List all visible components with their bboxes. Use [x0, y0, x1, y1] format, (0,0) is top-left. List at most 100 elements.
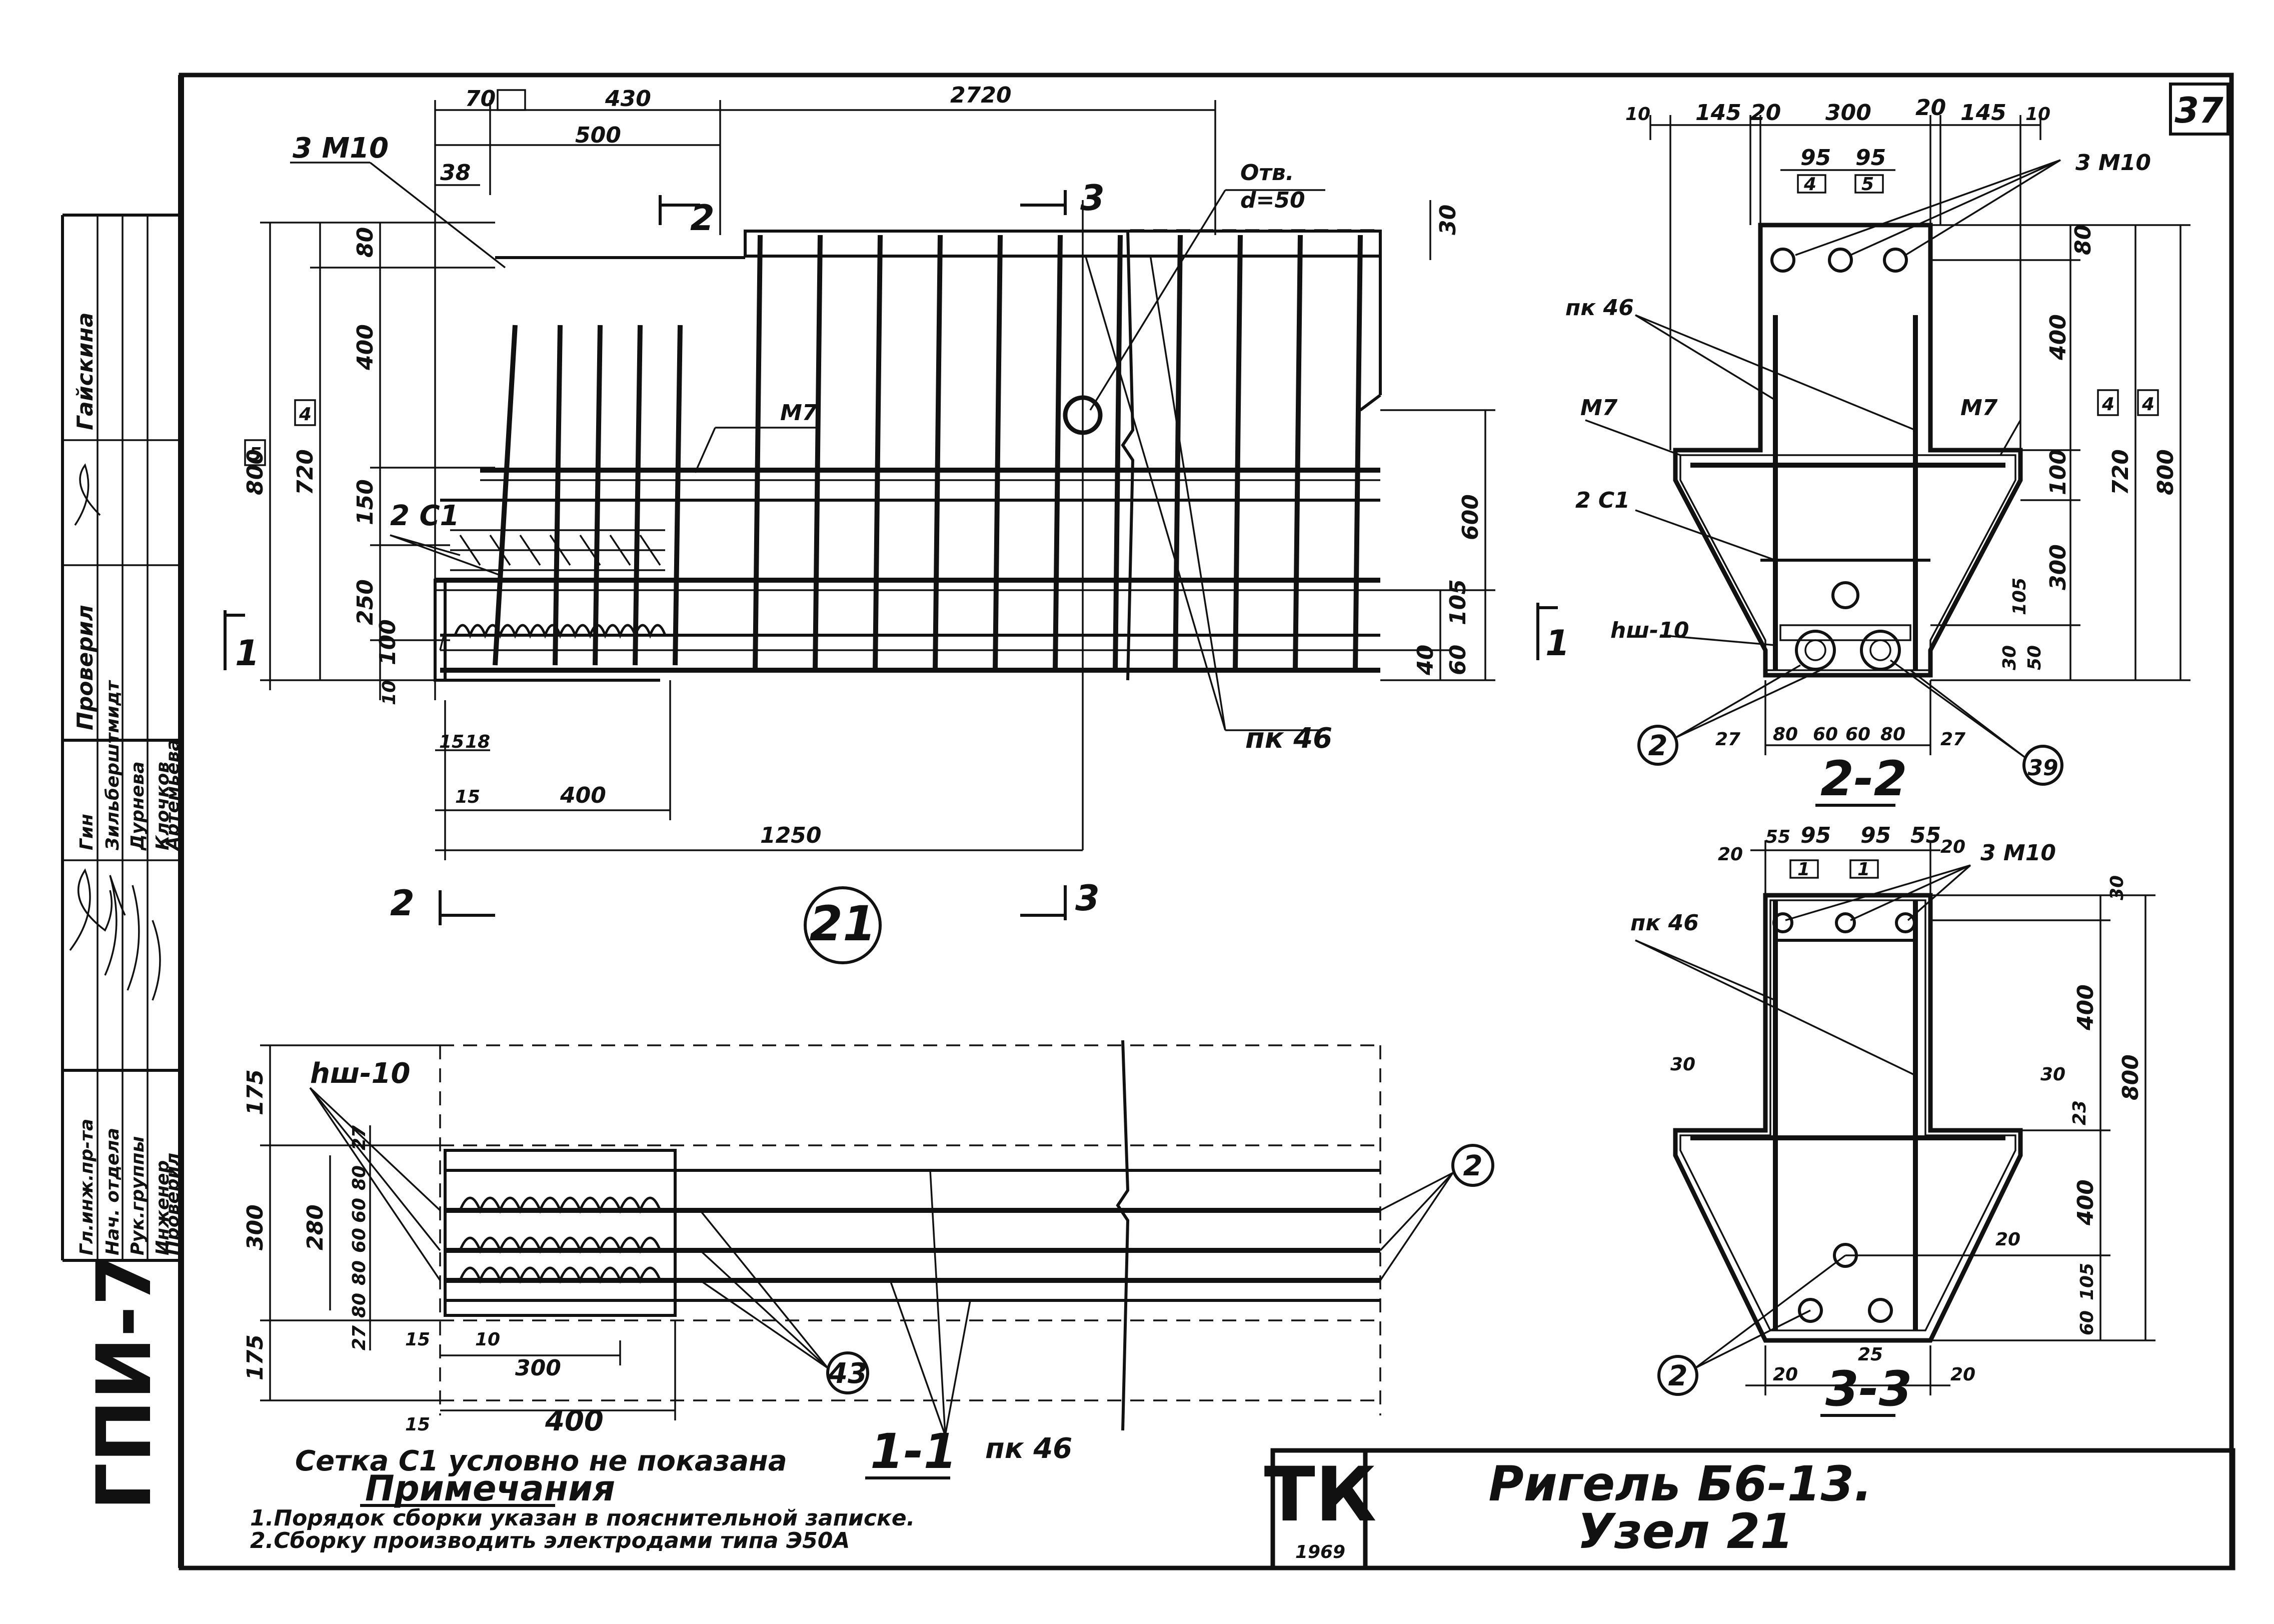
dim-10-a: 10 — [475, 1329, 500, 1350]
title-role-checker: Проверил — [163, 1153, 183, 1255]
dim-300-a: 300 — [515, 1355, 561, 1381]
dim-38: 38 — [440, 160, 471, 186]
dim-15b: 15 — [455, 787, 480, 807]
dim-145-r: 145 — [1960, 100, 2006, 126]
stamp-title-1: Ригель Б6-13. — [1488, 1456, 1872, 1512]
callout-hw10-1: hш-10 — [310, 1057, 411, 1090]
dim-95-b: 95 — [1855, 145, 1886, 171]
dim-430: 430 — [605, 86, 651, 112]
dim-30-3r: 30 — [2040, 1064, 2065, 1085]
dim-145-l: 145 — [1695, 100, 1741, 126]
stamp-year: 1969 — [1295, 1542, 1345, 1562]
dim-27-bottom: 27 — [349, 1325, 370, 1350]
dim-15a: 15 — [439, 732, 464, 752]
section-2-mark-top: 2 — [690, 198, 715, 239]
mark-5: 5 — [249, 444, 262, 465]
dim-20-3m: 20 — [1995, 1229, 2020, 1250]
callout-2c1-2: 2 С1 — [1575, 488, 1630, 513]
note-not-shown: Сетка С1 условно не показана — [295, 1445, 787, 1477]
callout-2-1: 2 — [1463, 1150, 1483, 1182]
dim-15-a: 15 — [405, 1329, 430, 1350]
title-name-4: Клочков — [153, 762, 173, 850]
dim-300: 300 — [243, 1204, 268, 1250]
section-1-1-label: 1-1 — [870, 1423, 957, 1479]
dim-30-3l: 30 — [1670, 1054, 1695, 1075]
series-code: ГПИ-7 — [81, 1254, 168, 1510]
section-3-mark-bottom: 3 — [1075, 878, 1100, 919]
dim-10: 10 — [379, 680, 400, 705]
dim-400b: 400 — [560, 783, 606, 808]
mark-box — [244, 439, 266, 466]
title-role-chief: Гл.инж.пр-та — [77, 1119, 97, 1255]
notes-heading: Примечания — [365, 1468, 615, 1509]
dim-55-l: 55 — [1765, 827, 1790, 847]
dim-400-2: 400 — [2045, 314, 2071, 361]
section-3-mark-top: 3 — [1080, 178, 1105, 219]
dim-30: 30 — [1435, 205, 1461, 235]
dim-60: 60 — [1445, 645, 1471, 675]
dim-1250: 1250 — [760, 823, 821, 848]
dim-105-3: 105 — [2077, 1263, 2097, 1300]
title-role-dept: Нач. отдела — [103, 1128, 123, 1255]
node-circle — [804, 886, 882, 964]
callout-2c1: 2 С1 — [390, 500, 460, 532]
section-2-2: 10 145 20 300 20 145 10 95 95 4 5 80 400… — [1536, 95, 2190, 807]
dim-800: 800 — [243, 449, 268, 495]
dim-175-top: 175 — [243, 1069, 268, 1115]
title-name-5: Артемьева — [163, 739, 183, 852]
callout-43: 43 — [828, 1357, 867, 1390]
callout-hole-d: d=50 — [1240, 188, 1305, 213]
callout-3m10-3: 3 М10 — [1980, 840, 2056, 866]
dim-80-l2: 80 — [1773, 724, 1798, 745]
callout-pk46-2: пк 46 — [1565, 295, 1634, 321]
section-2-2-label: 2-2 — [1820, 751, 1907, 807]
dim-720-2: 720 — [2108, 449, 2133, 495]
mark-box — [2097, 389, 2119, 416]
dim-800-3: 800 — [2118, 1054, 2143, 1100]
section-3-3: 1 1 20 55 95 95 55 20 30 400 800 30 23 4… — [1630, 823, 2155, 1417]
dim-400-a: 400 — [545, 1405, 604, 1437]
dim-800-2: 800 — [2153, 449, 2178, 495]
section-1-mark-2: 1 — [1545, 623, 1570, 664]
dim-10-r: 10 — [2025, 104, 2050, 125]
dim-720: 720 — [293, 449, 318, 495]
callout-pk46-3: пк 46 — [1630, 910, 1699, 936]
section-2-mark-bottom: 2 — [390, 883, 415, 924]
section-3-3-label: 3-3 — [1825, 1361, 1912, 1417]
dim-10-l: 10 — [1625, 104, 1650, 125]
dim-150: 150 — [353, 479, 378, 525]
stamp-title-2: Узел 21 — [1577, 1503, 1793, 1559]
dim-100-2: 100 — [2045, 449, 2071, 495]
title-label-checked: Проверил — [73, 605, 98, 730]
title-stamp: ТК 1969 Ригель Б6-13. Узел 21 — [1264, 1448, 2235, 1570]
dim-80: 80 — [353, 227, 378, 258]
dim-50-2: 50 — [2024, 645, 2045, 670]
mark-4-c: 4 — [2141, 394, 2154, 415]
dim-60-3: 60 — [2077, 1310, 2097, 1335]
main-elevation: 70 430 2720 500 38 800 720 80 400 150 25… — [224, 83, 1495, 964]
mark-box — [497, 89, 526, 111]
dim-25: 25 — [1858, 1344, 1883, 1365]
title-role-engineer: Инженер — [153, 1160, 173, 1255]
dim-70: 70 — [465, 86, 496, 112]
signatures — [69, 463, 161, 1001]
dim-27-r2: 27 — [1940, 729, 1965, 750]
dim-30-3: 30 — [2107, 875, 2127, 900]
dim-60-r2: 60 — [1845, 724, 1870, 745]
callout-m7-r: М7 — [1960, 395, 1998, 421]
callout-2-3: 2 — [1668, 1360, 1688, 1392]
mark-4: 4 — [1803, 174, 1816, 195]
dim-250: 250 — [353, 579, 378, 625]
mark-5: 5 — [1861, 174, 1874, 195]
dim-95-3b: 95 — [1860, 823, 1891, 848]
note-2: 2.Сборку производить электродами типа Э5… — [250, 1528, 850, 1553]
title-name-1: Гин — [77, 814, 97, 850]
spiral-hw10 — [454, 624, 667, 639]
dim-27-top: 27 — [349, 1125, 370, 1150]
callout-3m10: 3 М10 — [293, 132, 389, 165]
mark-box — [1849, 859, 1879, 879]
dim-20-3r: 20 — [1940, 837, 1965, 857]
dim-60b: 60 — [349, 1228, 370, 1253]
dim-30-2: 30 — [1999, 645, 2020, 670]
dim-400-3: 400 — [2073, 984, 2098, 1031]
